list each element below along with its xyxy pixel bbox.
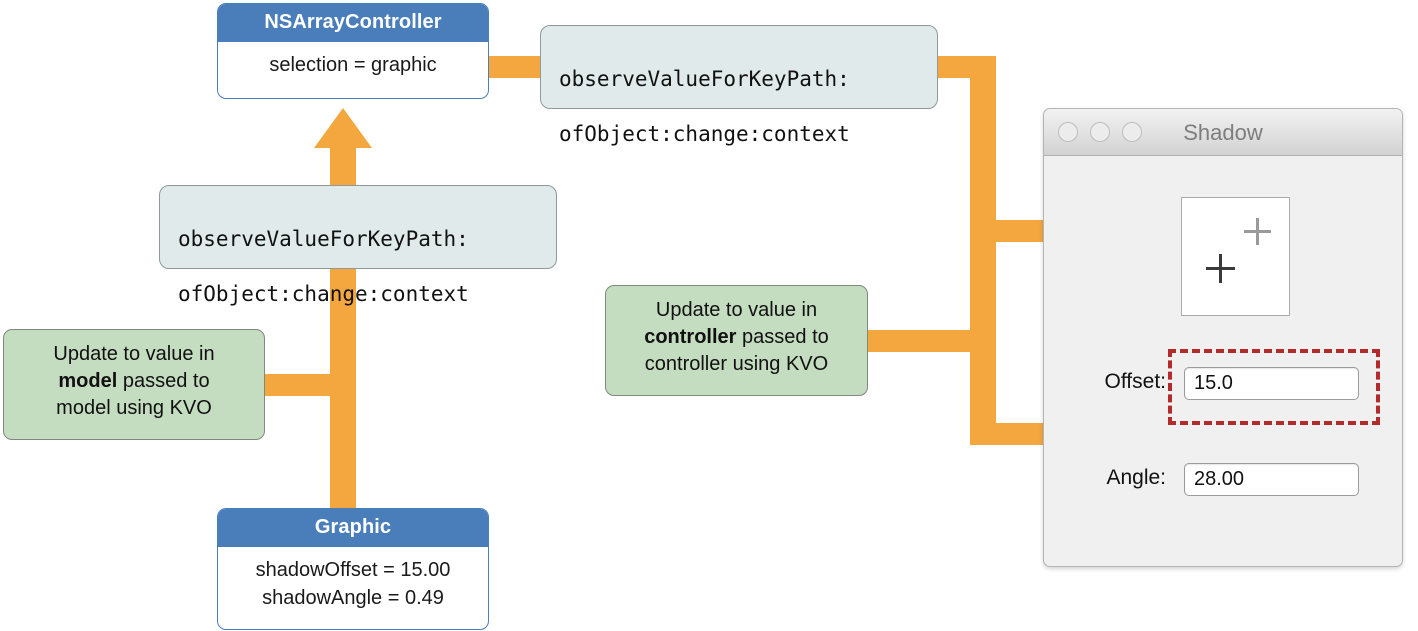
code-line-1: observeValueForKeyPath: bbox=[178, 227, 469, 252]
note-line-3: model using KVO bbox=[56, 396, 212, 419]
offset-input[interactable]: 15.0 bbox=[1184, 367, 1359, 400]
note-emphasis: model bbox=[58, 369, 118, 392]
window-title: Shadow bbox=[1183, 120, 1263, 145]
note-model-kvo: Update to value in model passed to model… bbox=[3, 329, 265, 440]
note-line-2: model passed to bbox=[14, 368, 254, 395]
connector-right-trunk-vertical bbox=[970, 56, 996, 445]
offset-label: Offset: bbox=[1104, 370, 1166, 393]
note-line-2: controller passed to bbox=[616, 324, 857, 351]
class-box-nsarraycontroller[interactable]: NSArrayController selection = graphic bbox=[217, 3, 489, 99]
note-controller-kvo: Update to value in controller passed to … bbox=[605, 285, 868, 396]
property-shadow-offset: shadowOffset = 15.00 bbox=[255, 559, 451, 581]
code-line-1: observeValueForKeyPath: bbox=[559, 67, 850, 92]
class-box-title: Graphic bbox=[218, 509, 488, 547]
shadow-offset-cross-icon[interactable] bbox=[1206, 254, 1235, 283]
note-line-3: controller using KVO bbox=[644, 352, 829, 375]
shadow-window[interactable]: Shadow Offset: 15.0 Angle: 28.00 bbox=[1043, 108, 1403, 567]
angle-input[interactable]: 28.00 bbox=[1184, 463, 1359, 496]
class-box-property: selection = graphic bbox=[269, 54, 437, 76]
close-button-icon[interactable] bbox=[1058, 122, 1078, 142]
class-box-properties: shadowOffset = 15.00 shadowAngle = 0.49 bbox=[218, 547, 488, 623]
note-line-2-rest: passed to bbox=[117, 369, 210, 392]
note-line-1: Update to value in bbox=[655, 299, 818, 321]
note-line-1: Update to value in bbox=[53, 343, 215, 365]
window-titlebar[interactable]: Shadow bbox=[1044, 109, 1402, 156]
code-callout-observe-top: observeValueForKeyPath: ofObject:change:… bbox=[540, 25, 938, 146]
connector-note-controller-stub bbox=[868, 330, 978, 352]
class-box-graphic[interactable]: Graphic shadowOffset = 15.00 shadowAngle… bbox=[217, 508, 489, 630]
code-callout-observe-left: observeValueForKeyPath: ofObject:change:… bbox=[159, 185, 557, 306]
note-line-2-rest: passed to bbox=[736, 325, 829, 348]
angle-highlight-box bbox=[1168, 349, 1380, 425]
field-row-angle: Angle: 28.00 bbox=[1044, 370, 1402, 496]
angle-label: Angle: bbox=[1106, 466, 1166, 489]
shadow-source-cross-icon[interactable] bbox=[1244, 218, 1271, 245]
field-row-offset: Offset: 15.0 bbox=[1044, 367, 1402, 401]
code-line-2: ofObject:change:context bbox=[559, 121, 850, 146]
shadow-preview-well[interactable] bbox=[1181, 197, 1290, 316]
zoom-button-icon[interactable] bbox=[1122, 122, 1142, 142]
class-box-title: NSArrayController bbox=[218, 4, 488, 42]
connector-controller-to-code-top bbox=[483, 56, 543, 78]
minimize-button-icon[interactable] bbox=[1090, 122, 1110, 142]
note-emphasis: controller bbox=[644, 325, 737, 348]
connector-note-model-stub bbox=[262, 374, 342, 396]
property-shadow-angle: shadowAngle = 0.49 bbox=[262, 586, 444, 609]
code-line-2: ofObject:change:context bbox=[178, 281, 469, 306]
